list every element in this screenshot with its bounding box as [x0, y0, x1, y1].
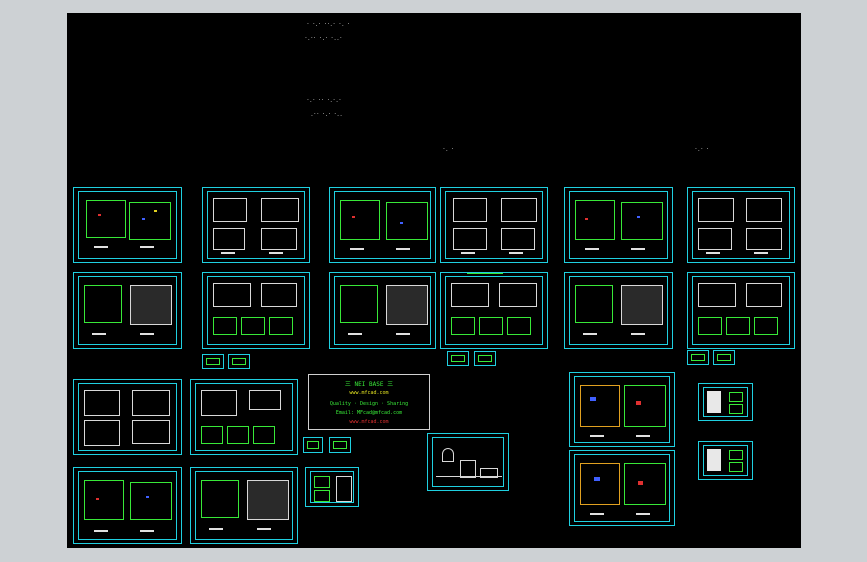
drawing-sheet[interactable]: [329, 272, 436, 349]
info-title-left: 三: [344, 381, 351, 388]
drawing-note-text: ·.· ·: [695, 146, 710, 153]
detail-block[interactable]: [474, 351, 496, 366]
drawing-title-text: · ·.· ··.· ·. ·: [307, 21, 351, 28]
drawing-sheet[interactable]: [73, 272, 182, 349]
info-line-3: Email: MFcad@mfcad.com: [335, 410, 403, 416]
drawing-note-text: ·. ·: [443, 146, 455, 153]
info-title-main: NEI BASE: [354, 381, 384, 388]
drawing-sheet[interactable]: [440, 187, 548, 263]
drawing-sheet[interactable]: [569, 372, 675, 447]
drawing-sheet[interactable]: [427, 433, 509, 491]
drawing-sheet[interactable]: [73, 187, 182, 263]
drawing-sheet[interactable]: [73, 379, 182, 455]
info-line-1: www.mfcad.com: [349, 390, 389, 396]
detail-block[interactable]: [687, 350, 709, 365]
drawing-sheet[interactable]: [329, 187, 436, 263]
drawing-sheet[interactable]: [440, 272, 548, 349]
drawing-sheet[interactable]: [202, 187, 310, 263]
drawing-sheet[interactable]: [190, 467, 298, 544]
drawing-subtitle-text: .·· ·.· ·..: [311, 111, 343, 118]
cad-drawing-canvas[interactable]: · ·.· ··.· ·. · ·.·· ·.· ·..· ·.· ·· ·.·…: [67, 13, 801, 548]
drawing-subtitle-text: ·.· ·· ·.·.·: [307, 97, 342, 104]
drawing-sheet[interactable]: [305, 467, 359, 507]
drawing-sheet[interactable]: [190, 379, 298, 455]
drawing-sheet[interactable]: [564, 272, 673, 349]
info-line-2: Quality · Design · Sharing: [329, 401, 409, 407]
drawing-sheet[interactable]: [569, 450, 675, 526]
drawing-sheet[interactable]: [687, 272, 795, 349]
detail-block[interactable]: [329, 437, 351, 453]
drawing-sheet[interactable]: [698, 383, 753, 421]
info-title-right: 三: [387, 381, 394, 388]
detail-block[interactable]: [202, 354, 224, 369]
drawing-sheet[interactable]: [687, 187, 795, 263]
drawing-sheet[interactable]: [698, 441, 753, 480]
detail-block[interactable]: [303, 437, 323, 453]
drawing-sheet[interactable]: [564, 187, 673, 263]
drawing-sheet[interactable]: [202, 272, 310, 349]
detail-block[interactable]: [713, 350, 735, 365]
drawing-sheet[interactable]: [73, 467, 182, 544]
detail-block[interactable]: [228, 354, 250, 369]
drawing-title-text: ·.·· ·.· ·..·: [305, 35, 343, 42]
info-line-4: www.mfcad.com: [349, 419, 389, 425]
detail-block[interactable]: [447, 351, 469, 366]
title-info-panel: 三 NEI BASE 三 www.mfcad.com Quality · Des…: [308, 374, 430, 430]
